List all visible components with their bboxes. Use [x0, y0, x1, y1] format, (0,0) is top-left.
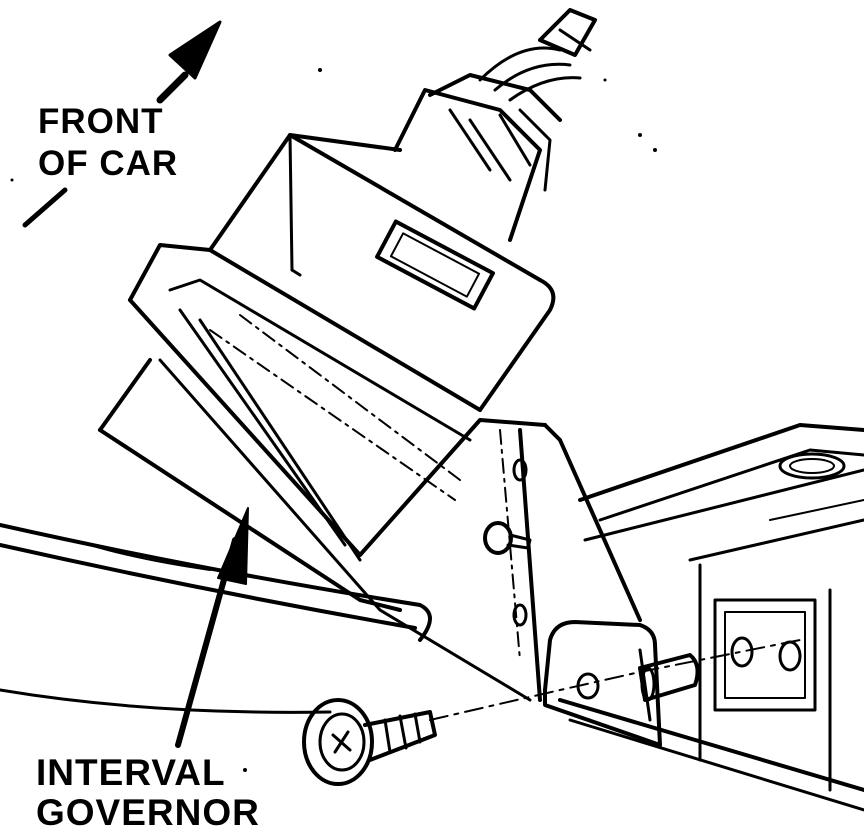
interval-governor-label-line2: GOVERNOR — [36, 792, 260, 833]
mounting-screw — [302, 698, 437, 786]
mounting-bracket — [98, 243, 642, 702]
front-of-car-label-line2: OF CAR — [38, 144, 179, 183]
trim-panel — [0, 523, 432, 714]
leader-arrow-icon — [175, 507, 249, 748]
assembly-centerline — [429, 639, 801, 721]
arrow-up-right-icon — [22, 20, 222, 228]
interval-governor-label-line1: INTERVAL — [36, 752, 226, 793]
front-of-car-label-line1: FRONT — [38, 102, 164, 141]
pin — [638, 653, 700, 702]
dash-frame — [558, 423, 864, 812]
stud-nut — [483, 521, 532, 555]
speckles — [10, 68, 657, 772]
wiring-connector — [393, 8, 597, 242]
governor-housing — [208, 133, 556, 412]
